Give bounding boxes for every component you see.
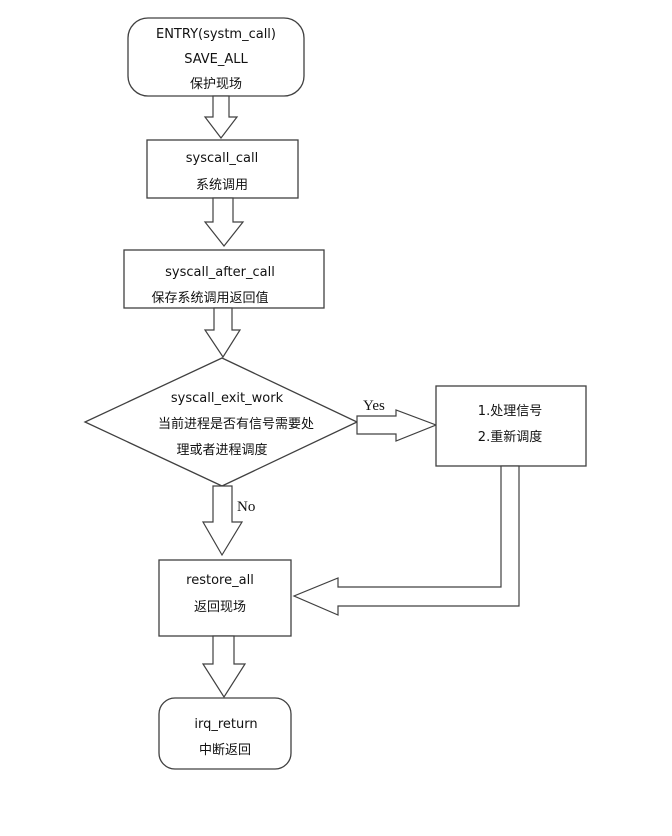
node-handle-step2: 2.重新调度 <box>478 429 542 445</box>
arrow-handle-to-restore <box>292 465 520 616</box>
node-entry-desc: 保护现场 <box>190 77 242 92</box>
node-syscall-after-call: syscall_after_call 保存系统调用返回值 <box>123 249 325 309</box>
arrow-after-to-exit-work <box>203 307 242 359</box>
node-irq-return: irq_return 中断返回 <box>158 697 292 770</box>
node-syscall-call-desc: 系统调用 <box>196 178 248 193</box>
yes-label: Yes <box>363 398 385 414</box>
arrow-no <box>201 485 244 557</box>
node-restore-all: restore_all 返回现场 <box>158 559 292 637</box>
node-syscall-exit-work: syscall_exit_work 当前进程是否有信号需要处 理或者进程调度 <box>83 357 359 487</box>
node-entry-subtitle: SAVE_ALL <box>184 52 248 67</box>
arrow-entry-to-call <box>203 95 239 139</box>
node-irq-title: irq_return <box>194 717 257 732</box>
node-after-call-desc: 保存系统调用返回值 <box>151 290 268 306</box>
node-handle: 1.处理信号 2.重新调度 <box>435 385 587 467</box>
arrow-restore-to-irq <box>201 635 247 699</box>
node-handle-step1: 1.处理信号 <box>478 404 542 419</box>
arrow-yes <box>356 409 438 442</box>
node-entry-title: ENTRY(systm_call) <box>156 27 276 42</box>
decision-question-1: 当前进程是否有信号需要处 <box>158 416 314 432</box>
node-syscall-call-title: syscall_call <box>186 151 258 166</box>
node-restore-desc: 返回现场 <box>194 600 246 615</box>
node-syscall-call: syscall_call 系统调用 <box>146 139 299 199</box>
no-label: No <box>237 499 255 515</box>
node-irq-desc: 中断返回 <box>199 743 251 758</box>
node-restore-title: restore_all <box>186 573 254 588</box>
arrow-call-to-after <box>203 197 245 247</box>
node-after-call-title: syscall_after_call <box>165 265 275 280</box>
decision-title: syscall_exit_work <box>171 391 284 406</box>
decision-question-2: 理或者进程调度 <box>176 442 267 458</box>
node-entry: ENTRY(systm_call) SAVE_ALL 保护现场 <box>127 17 305 97</box>
